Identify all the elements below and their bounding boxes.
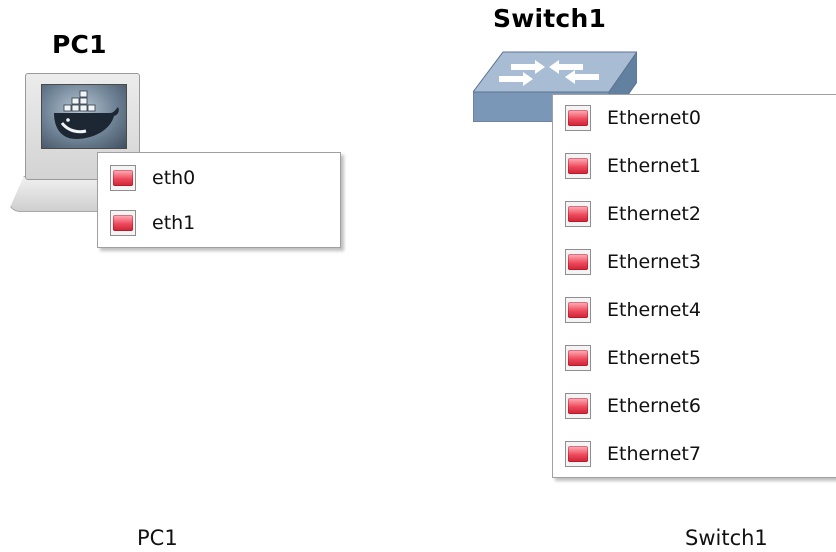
- interface-menu-item[interactable]: Ethernet1: [565, 153, 701, 179]
- pc1-interface-menu: eth0 eth1: [97, 152, 341, 248]
- interface-label: Ethernet7: [607, 443, 701, 465]
- link-down-status-icon: [565, 249, 591, 275]
- interface-menu-item[interactable]: Ethernet6: [565, 393, 701, 419]
- interface-menu-item[interactable]: eth1: [110, 210, 195, 236]
- link-down-status-icon: [565, 345, 591, 371]
- interface-label: Ethernet6: [607, 395, 701, 417]
- pc1-node-caption: PC1: [137, 526, 178, 550]
- pc1-device-icon[interactable]: [8, 73, 140, 213]
- link-down-status-icon: [110, 210, 136, 236]
- interface-menu-item[interactable]: Ethernet4: [565, 297, 701, 323]
- pc1-node-title: PC1: [52, 30, 107, 59]
- link-down-status-icon: [565, 105, 591, 131]
- interface-menu-item[interactable]: eth0: [110, 165, 195, 191]
- switch1-interface-menu: Ethernet0 Ethernet1 Ethernet2 Ethernet3 …: [552, 94, 836, 478]
- switch1-node-caption: Switch1: [685, 526, 768, 550]
- link-down-status-icon: [565, 297, 591, 323]
- interface-menu-item[interactable]: Ethernet0: [565, 105, 701, 131]
- interface-label: Ethernet0: [607, 107, 701, 129]
- switch1-node-title: Switch1: [493, 4, 607, 33]
- interface-label: Ethernet5: [607, 347, 701, 369]
- link-down-status-icon: [110, 165, 136, 191]
- interface-label: Ethernet4: [607, 299, 701, 321]
- interface-menu-item[interactable]: Ethernet2: [565, 201, 701, 227]
- interface-menu-item[interactable]: Ethernet7: [565, 441, 701, 467]
- interface-menu-item[interactable]: Ethernet5: [565, 345, 701, 371]
- pc-monitor: [25, 73, 140, 180]
- link-down-status-icon: [565, 201, 591, 227]
- interface-label: eth0: [152, 167, 196, 189]
- interface-label: Ethernet3: [607, 251, 701, 273]
- interface-label: Ethernet2: [607, 203, 701, 225]
- docker-whale-icon: [41, 84, 127, 149]
- link-down-status-icon: [565, 441, 591, 467]
- interface-label: Ethernet1: [607, 155, 701, 177]
- interface-menu-item[interactable]: Ethernet3: [565, 249, 701, 275]
- link-down-status-icon: [565, 393, 591, 419]
- interface-label: eth1: [152, 212, 196, 234]
- link-down-status-icon: [565, 153, 591, 179]
